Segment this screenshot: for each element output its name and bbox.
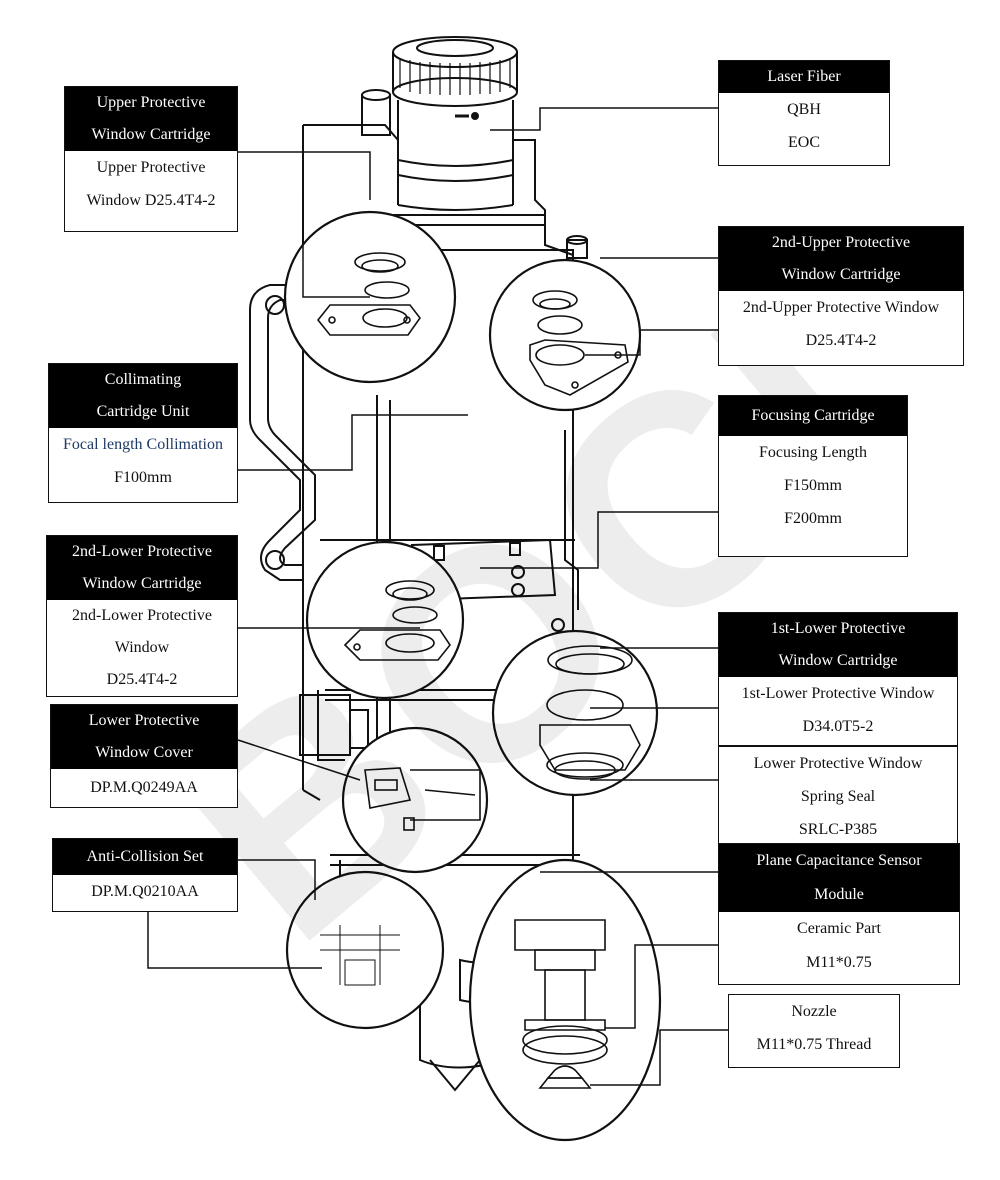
callout-title: Module xyxy=(719,878,959,912)
callout-line: F100mm xyxy=(114,469,172,486)
callout-line: F200mm xyxy=(784,510,842,527)
callout-line: M11*0.75 xyxy=(806,954,872,971)
callout-anti-collision: Anti-Collision Set DP.M.Q0210AA xyxy=(52,838,238,912)
detail-circle-2nd-upper xyxy=(488,258,642,412)
detail-ellipse-nozzle xyxy=(468,858,662,1142)
callout-spring-seal: Lower Protective Window Spring Seal SRLC… xyxy=(718,746,958,846)
callout-line: DP.M.Q0249AA xyxy=(90,779,198,796)
callout-title: Collimating xyxy=(49,364,237,396)
callout-laser-fiber: Laser Fiber QBH EOC xyxy=(718,60,890,166)
callout-line: M11*0.75 Thread xyxy=(756,1036,872,1053)
callout-title: Lower Protective xyxy=(51,705,237,737)
callout-line: QBH xyxy=(787,101,821,118)
callout-line: Upper Protective xyxy=(96,159,206,176)
callout-title: Window Cartridge xyxy=(65,119,237,151)
detail-circle-lower-cover xyxy=(341,726,489,874)
callout-line: Focal length Collimation xyxy=(63,436,223,453)
callout-line: Focusing Length xyxy=(759,444,867,461)
callout-lower-cover: Lower Protective Window Cover DP.M.Q0249… xyxy=(50,704,238,808)
callout-line: DP.M.Q0210AA xyxy=(91,883,199,900)
detail-circle-2nd-lower xyxy=(305,540,465,700)
callout-nozzle: Nozzle M11*0.75 Thread xyxy=(728,994,900,1068)
callout-title: 1st-Lower Protective xyxy=(719,613,957,645)
callout-title: 2nd-Upper Protective xyxy=(719,227,963,259)
callout-line: Window xyxy=(114,639,170,656)
callout-title: Focusing Cartridge xyxy=(719,396,907,436)
callout-upper-cartridge: Upper Protective Window Cartridge Upper … xyxy=(64,86,238,232)
callout-collimating: Collimating Cartridge Unit Focal length … xyxy=(48,363,238,503)
callout-line: EOC xyxy=(788,134,820,151)
callout-line: 2nd-Upper Protective Window xyxy=(742,299,940,316)
callout-title: Window Cover xyxy=(51,737,237,769)
callout-title: Laser Fiber xyxy=(719,61,889,93)
callout-line: 2nd-Lower Protective xyxy=(72,607,212,624)
callout-2nd-upper-cartridge: 2nd-Upper Protective Window Cartridge 2n… xyxy=(718,226,964,366)
callout-title: Window Cartridge xyxy=(719,645,957,677)
callout-line: D25.4T4-2 xyxy=(805,332,877,349)
callout-line: 1st-Lower Protective Window xyxy=(741,685,935,702)
callout-1st-lower-cartridge: 1st-Lower Protective Window Cartridge 1s… xyxy=(718,612,958,746)
callout-line: Nozzle xyxy=(791,1003,837,1020)
callout-line: Lower Protective Window xyxy=(753,755,923,772)
callout-title: Anti-Collision Set xyxy=(53,839,237,875)
callout-line: Ceramic Part xyxy=(797,920,881,937)
callout-line: Spring Seal xyxy=(800,788,876,805)
callout-title: Upper Protective xyxy=(65,87,237,119)
callout-line: F150mm xyxy=(784,477,842,494)
callout-title: Cartridge Unit xyxy=(49,396,237,428)
callout-line: SRLC-P385 xyxy=(798,821,878,838)
callout-title: Window Cartridge xyxy=(47,568,237,600)
callout-capacitance-sensor: Plane Capacitance Sensor Module Ceramic … xyxy=(718,843,960,985)
callout-title: Plane Capacitance Sensor xyxy=(719,844,959,878)
callout-title: 2nd-Lower Protective xyxy=(47,536,237,568)
detail-circle-1st-lower xyxy=(491,629,659,797)
callout-title: Window Cartridge xyxy=(719,259,963,291)
callout-focusing: Focusing Cartridge Focusing Length F150m… xyxy=(718,395,908,557)
qbh-connector xyxy=(392,36,518,211)
callout-line: D34.0T5-2 xyxy=(802,718,874,735)
callout-line: D25.4T4-2 xyxy=(106,671,178,688)
callout-2nd-lower-cartridge: 2nd-Lower Protective Window Cartridge 2n… xyxy=(46,535,238,697)
callout-line: Window D25.4T4-2 xyxy=(86,192,216,209)
